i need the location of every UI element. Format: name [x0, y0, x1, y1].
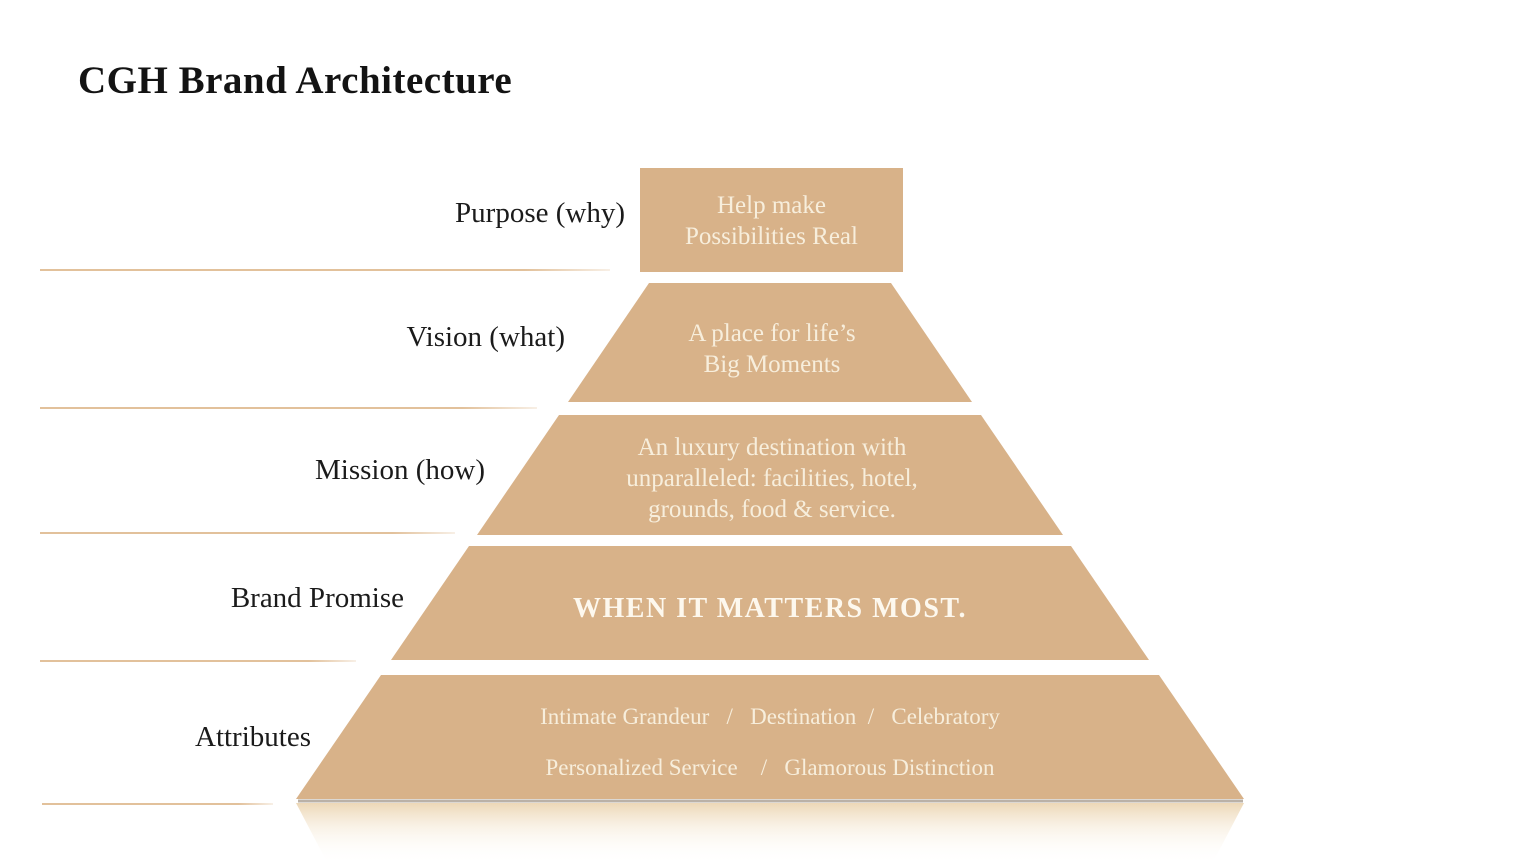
- tier-attributes-line-2: Personalized Service / Glamorous Distinc…: [545, 755, 995, 780]
- label-vision: Vision (what): [406, 321, 565, 353]
- tier-attributes-shape: [296, 675, 1244, 799]
- tier-mission-line-1: An luxury destination with: [637, 434, 907, 461]
- tier-brand-promise-shape: [391, 546, 1149, 660]
- tier-vision-line-2: Big Moments: [703, 351, 841, 378]
- tier-brand-promise-text: WHEN IT MATTERS MOST.: [470, 593, 1070, 624]
- page-title: CGH Brand Architecture: [78, 59, 513, 102]
- tier-vision-text: A place for life’s Big Moments: [580, 318, 964, 380]
- tier-brand-promise-line-1: WHEN IT MATTERS MOST.: [572, 593, 967, 624]
- tier-mission-line-3: grounds, food & service.: [648, 496, 896, 523]
- separator-line-purpose: [40, 269, 610, 271]
- separator-line-vision: [40, 407, 537, 409]
- tier-purpose-shape: [640, 106, 903, 272]
- tier-mission-text: An luxury destination with unparalleled:…: [560, 432, 984, 525]
- tier-attributes-line-1: Intimate Grandeur / Destination / Celebr…: [540, 704, 1000, 729]
- tier-mission-shape: [477, 415, 1063, 535]
- label-attributes: Attributes: [195, 721, 311, 753]
- tier-purpose-line-2: Possibilities Real: [685, 223, 858, 250]
- separator-line-attributes: [42, 803, 273, 805]
- tier-vision-shape: [568, 283, 972, 402]
- tier-purpose-text: Help make Possibilities Real: [640, 190, 903, 252]
- separator-line-mission: [40, 532, 455, 534]
- tier-mission-line-2: unparalleled: facilities, hotel,: [626, 465, 918, 492]
- tier-vision-line-1: A place for life’s: [688, 320, 856, 347]
- tier-purpose-line-1: Help make: [717, 192, 826, 219]
- separator-line-brand-promise: [40, 660, 356, 662]
- pyramid-reflection: [296, 803, 1244, 864]
- label-brand-promise: Brand Promise: [230, 582, 404, 614]
- label-mission: Mission (how): [315, 454, 485, 486]
- tier-attributes-text: Intimate Grandeur / Destination / Celebr…: [381, 703, 1159, 782]
- label-purpose: Purpose (why): [455, 197, 625, 229]
